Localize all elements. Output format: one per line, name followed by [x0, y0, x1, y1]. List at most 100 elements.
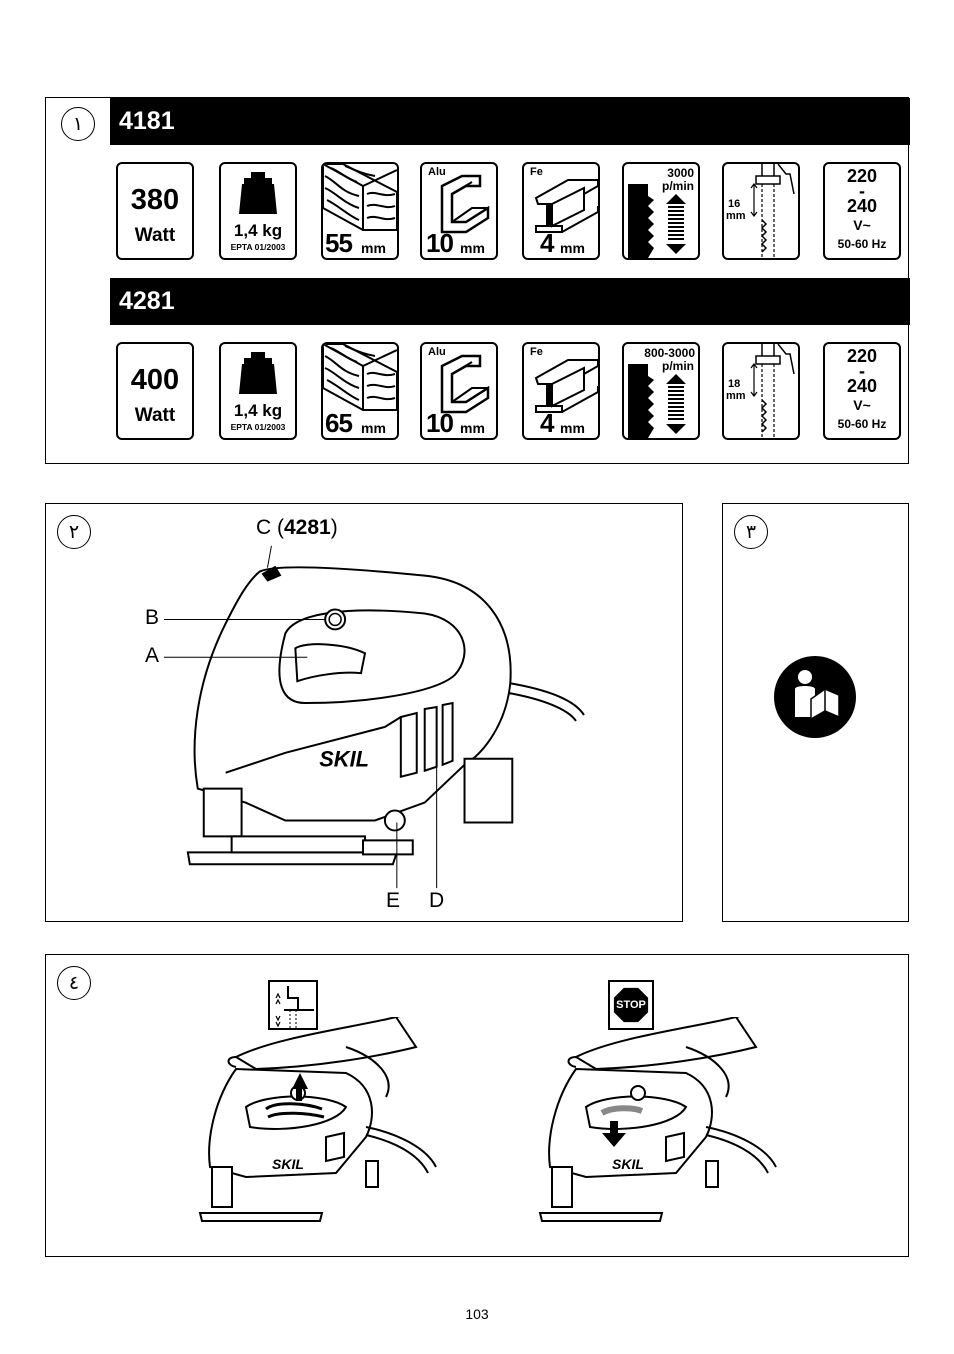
- jigsaw-illustration: SKIL: [163, 545, 585, 889]
- stroke-length-icon: 18 mm: [722, 342, 800, 440]
- voltage-high: 240: [846, 376, 878, 396]
- alu-unit: mm: [460, 240, 485, 256]
- frequency: 50-60 Hz: [837, 417, 887, 431]
- aluminium-profile-icon: [440, 354, 490, 414]
- weight-value: 1,4 kg: [233, 401, 283, 420]
- steel-label: Fe: [530, 166, 543, 178]
- callout-b: B: [145, 606, 160, 629]
- blade-lock-icon: [268, 980, 318, 1030]
- brand-logo: SKIL: [319, 747, 369, 772]
- stop-sign-icon: STOP: [608, 980, 654, 1030]
- stroke-value: 16: [728, 198, 741, 210]
- saw-blade-arrows-icon: [628, 364, 686, 438]
- voltage-icon: 220 - 240 V~ 50-60 Hz: [823, 342, 901, 440]
- voltage-separator: -: [859, 181, 865, 201]
- kettlebell-icon: [239, 352, 277, 394]
- aluminium-capacity-icon: Alu 10 mm: [420, 162, 498, 260]
- voltage-unit: V~: [853, 397, 871, 413]
- steel-value: 4: [540, 408, 555, 438]
- stroke-unit: mm: [726, 210, 746, 222]
- callout-c-model: 4281: [284, 516, 331, 539]
- speed-value: 3000: [667, 166, 694, 180]
- weight-standard: EPTA 01/2003: [230, 422, 286, 432]
- figure-1-number: ١: [61, 107, 95, 141]
- figure-2-number: ٢: [57, 515, 91, 549]
- read-manual-icon: [774, 656, 856, 738]
- steel-unit: mm: [560, 420, 585, 436]
- figure-1-panel: ١ 4181 4281 380 Watt 1,4 kg EPTA 01/2003: [45, 97, 910, 464]
- weight-value: 1,4 kg: [233, 221, 283, 240]
- wood-value: 65: [325, 408, 353, 438]
- wood-grain-icon: [323, 344, 397, 411]
- callout-e: E: [386, 889, 401, 912]
- voltage-separator: -: [859, 361, 865, 381]
- wood-unit: mm: [361, 240, 386, 256]
- speed-unit: p/min: [662, 359, 694, 373]
- voltage-icon: 220 - 240 V~ 50-60 Hz: [823, 162, 901, 260]
- callout-d: D: [429, 889, 445, 912]
- callout-a: A: [145, 644, 160, 667]
- alu-value: 10: [426, 228, 454, 258]
- alu-label: Alu: [428, 166, 446, 178]
- wood-unit: mm: [361, 420, 386, 436]
- frequency: 50-60 Hz: [837, 237, 887, 251]
- steel-unit: mm: [560, 240, 585, 256]
- alu-value: 10: [426, 408, 454, 438]
- figure-3-panel: ٣: [722, 503, 909, 922]
- stroke-unit: mm: [726, 390, 746, 402]
- stroke-rate-icon: 3000 p/min: [622, 162, 700, 260]
- alu-unit: mm: [460, 420, 485, 436]
- brand-logo-left: SKIL: [272, 1156, 304, 1172]
- alu-label: Alu: [428, 346, 446, 358]
- aluminium-profile-icon: [440, 174, 490, 234]
- voltage-high: 240: [846, 196, 878, 216]
- stroke-length-diagram-icon: [750, 164, 795, 258]
- jigsaw-lock-illustration: SKIL: [538, 1017, 777, 1222]
- page-number: 103: [465, 1306, 489, 1322]
- steel-capacity-icon: Fe 4 mm: [522, 162, 600, 260]
- figure-4-number: ٤: [57, 966, 91, 1000]
- steel-value: 4: [540, 228, 555, 258]
- saw-blade-arrows-icon: [628, 184, 686, 258]
- model-1-spec-row: 380 Watt 1,4 kg EPTA 01/2003 55 mm: [46, 161, 910, 261]
- brand-logo-right: SKIL: [612, 1156, 644, 1172]
- steel-label: Fe: [530, 346, 543, 358]
- power-value: 380: [130, 184, 180, 216]
- aluminium-capacity-icon: Alu 10 mm: [420, 342, 498, 440]
- voltage-low: 220: [846, 166, 878, 186]
- model-1-title-bar: 4181: [110, 98, 910, 145]
- weight-standard: EPTA 01/2003: [230, 242, 286, 252]
- speed-unit: p/min: [662, 179, 694, 193]
- power-icon: 380 Watt: [116, 162, 194, 260]
- model-2-spec-row: 400 Watt 1,4 kg EPTA 01/2003 65 mm: [46, 341, 910, 441]
- stroke-length-icon: 16 mm: [722, 162, 800, 260]
- voltage-low: 220: [846, 346, 878, 366]
- jigsaw-release-illustration: SKIL: [198, 1017, 437, 1222]
- wood-capacity-icon: 65 mm: [321, 342, 399, 440]
- stroke-length-diagram-icon: [750, 344, 795, 438]
- figure-2-panel: ٢ C (4281) B A E D SKIL: [45, 503, 683, 922]
- model-2-title-bar: 4281: [110, 278, 910, 325]
- weight-icon: 1,4 kg EPTA 01/2003: [219, 162, 297, 260]
- power-icon: 400 Watt: [116, 342, 194, 440]
- steel-beam-icon: [534, 179, 598, 233]
- callout-c: C (4281): [256, 516, 338, 540]
- wood-capacity-icon: 55 mm: [321, 162, 399, 260]
- voltage-unit: V~: [853, 217, 871, 233]
- power-value: 400: [130, 364, 180, 396]
- stroke-value: 18: [728, 378, 741, 390]
- stop-sign-label: STOP: [616, 999, 646, 1011]
- callout-c-label: C (: [256, 516, 284, 539]
- weight-icon: 1,4 kg EPTA 01/2003: [219, 342, 297, 440]
- steel-capacity-icon: Fe 4 mm: [522, 342, 600, 440]
- wood-value: 55: [325, 228, 353, 258]
- kettlebell-icon: [239, 172, 277, 214]
- wood-grain-icon: [323, 164, 397, 231]
- stroke-rate-icon: 800-3000 p/min: [622, 342, 700, 440]
- power-unit: Watt: [134, 225, 176, 246]
- figure-4-panel: ٤ STOP SKIL: [45, 954, 909, 1257]
- callout-c-close: ): [330, 516, 338, 539]
- power-unit: Watt: [134, 405, 176, 426]
- steel-beam-icon: [534, 359, 598, 413]
- speed-value: 800-3000: [644, 346, 695, 360]
